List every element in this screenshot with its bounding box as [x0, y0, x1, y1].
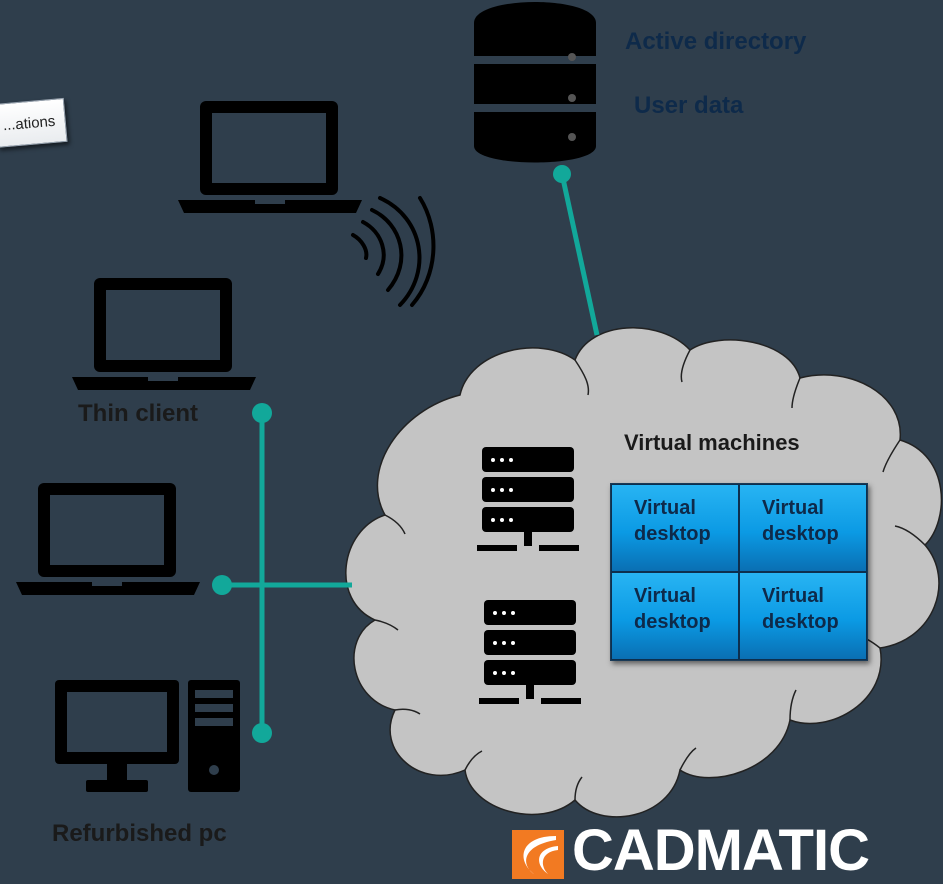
virtual-machines-label: Virtual machines: [624, 430, 800, 455]
virtual-desktop-tile[interactable]: Virtual desktop: [611, 572, 739, 660]
virtual-desktop-line1: Virtual: [762, 497, 824, 519]
virtual-desktop-tile[interactable]: Virtual desktop: [739, 484, 867, 572]
server-icon: [479, 600, 581, 704]
virtual-desktop-tile[interactable]: Virtual desktop: [739, 572, 867, 660]
database-icon: [474, 2, 596, 163]
laptop-icon: [72, 278, 256, 390]
user-data-label: User data: [634, 92, 744, 119]
desktop-pc-icon: [55, 680, 240, 792]
virtual-desktop-tile[interactable]: Virtual desktop: [611, 484, 739, 572]
virtual-desktop-line1: Virtual: [634, 497, 696, 519]
cadmatic-logo-text: CADMATIC: [572, 818, 870, 883]
connector-database-cloud: [559, 173, 600, 336]
wireless-signal-icon: [351, 196, 436, 307]
cadmatic-logo: CADMATIC: [508, 818, 870, 884]
virtual-desktop-grid: Virtual desktop Virtual desktop Virtual …: [610, 483, 868, 661]
virtual-desktop-line2: desktop: [762, 523, 839, 545]
server-icon: [477, 447, 579, 551]
laptop-icon: [178, 101, 362, 213]
refurbished-pc-label: Refurbished pc: [52, 820, 227, 847]
thin-client-label: Thin client: [78, 400, 198, 427]
virtual-desktop-line2: desktop: [762, 611, 839, 633]
active-directory-label: Active directory: [625, 28, 807, 55]
virtual-desktop-line1: Virtual: [762, 585, 824, 607]
virtual-desktop-line1: Virtual: [634, 585, 696, 607]
connectors: [212, 165, 600, 743]
virtual-desktop-line2: desktop: [634, 611, 711, 633]
cadmatic-logo-icon: [512, 830, 564, 879]
laptop-icon: [16, 483, 200, 595]
virtual-desktop-line2: desktop: [634, 523, 711, 545]
